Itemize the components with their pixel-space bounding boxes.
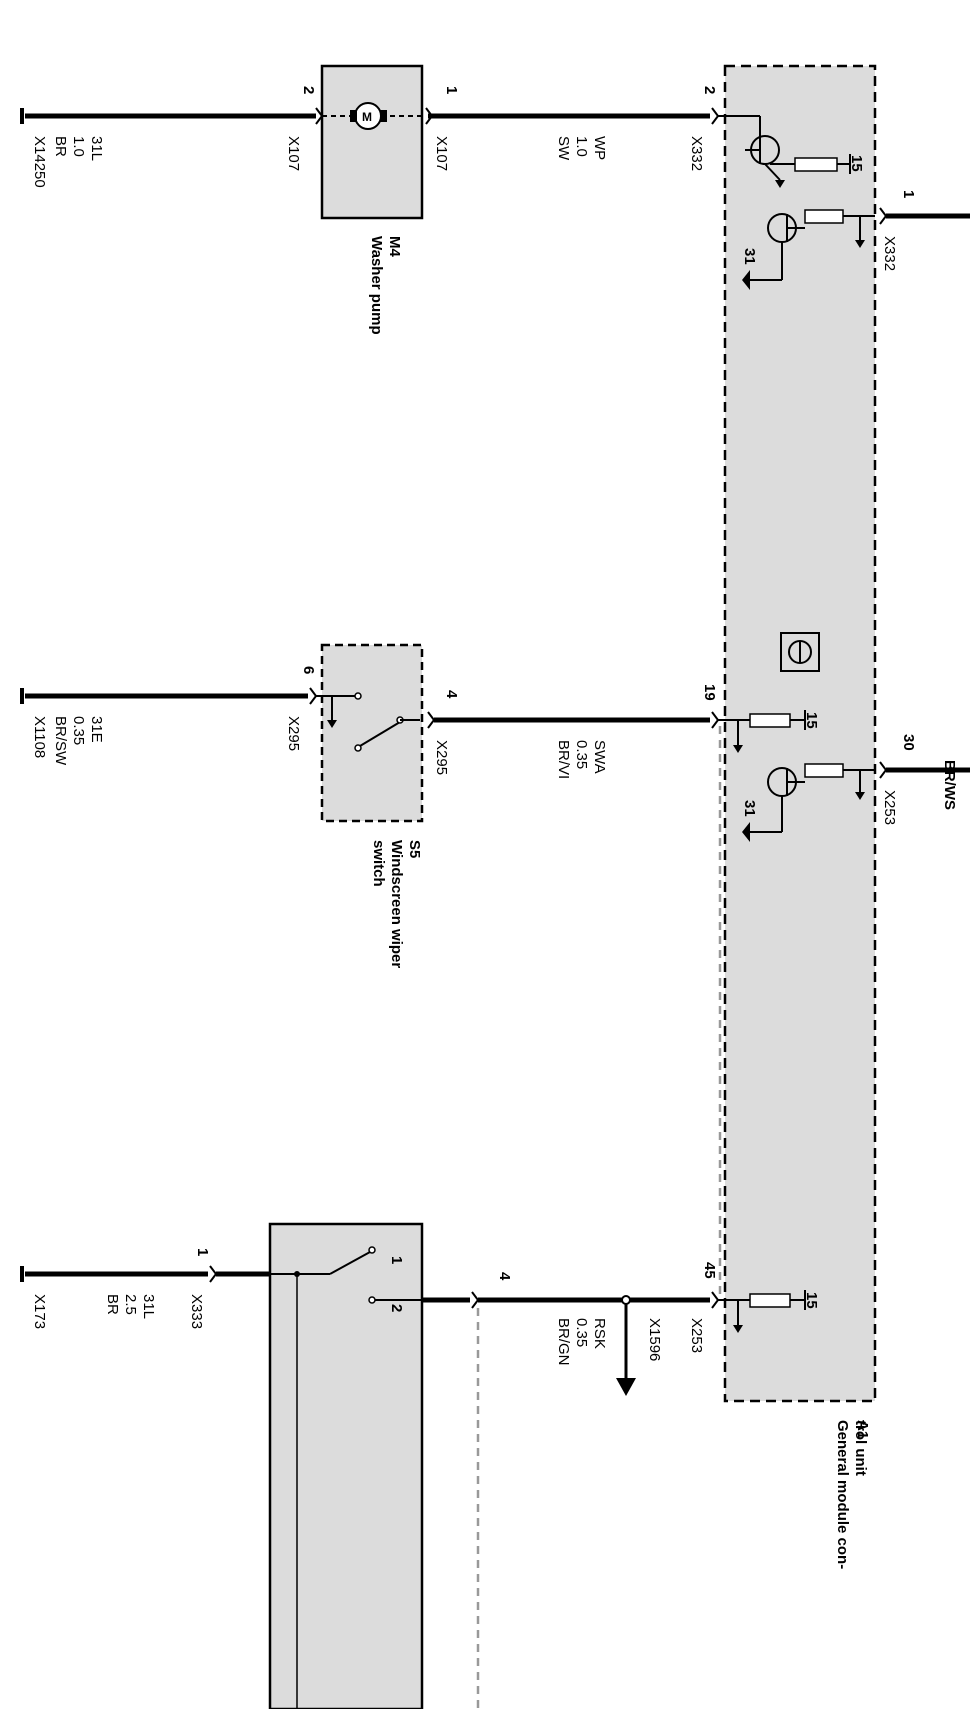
- conn-x253: X253: [688, 1318, 705, 1353]
- conn-x332-out: X332: [881, 236, 898, 271]
- transistor-icon: [742, 209, 875, 290]
- svg-text:M: M: [362, 110, 372, 124]
- washer-pump-label: M4 Washer pump: [368, 236, 403, 335]
- svg-text:SW: SW: [555, 136, 572, 161]
- term15-b2: 15: [803, 712, 820, 729]
- pin-module-2: 2: [701, 86, 718, 94]
- term31-b1: 31: [741, 248, 758, 265]
- svg-text:switch: switch: [370, 840, 387, 887]
- washer-pump-box: [320, 64, 424, 220]
- pin-b3-in: 4: [496, 1272, 513, 1281]
- pin-out-30: 30: [900, 734, 917, 751]
- transistor-icon: [745, 116, 851, 188]
- pin-b2-left: 6: [300, 666, 317, 674]
- wire-label-rsk: RSK 0.35 BR/GN: [555, 1318, 608, 1366]
- wire-label-swa: SWA 0.35 BR/VI: [555, 740, 608, 779]
- wiper-switch-label: S5 Windscreen wiper switch: [370, 840, 423, 968]
- svg-text:BR/VI: BR/VI: [555, 740, 572, 779]
- pin-b2-right: 4: [443, 690, 460, 699]
- ground-conn-x1108: X1108: [31, 716, 48, 758]
- svg-text:31L: 31L: [140, 1294, 157, 1319]
- wire-label-wp: WP 1.0 SW: [555, 136, 608, 161]
- conn-b2-left: X295: [285, 716, 302, 751]
- ground-wire-b3: 31L 2.5 BR: [104, 1294, 157, 1319]
- term15-b3: 15: [803, 1292, 820, 1309]
- module-symbol-icon: [780, 632, 820, 672]
- svg-text:Windscreen wiper: Windscreen wiper: [388, 840, 405, 968]
- lower-switch-box: [268, 1222, 424, 1709]
- svg-text:31L: 31L: [88, 136, 105, 161]
- conn-x253-out: X253: [881, 790, 898, 825]
- conn-b1-left: X107: [285, 136, 302, 171]
- svg-text:BR: BR: [104, 1294, 121, 1315]
- pin-module-45: 45: [701, 1262, 718, 1279]
- svg-text:0.35: 0.35: [573, 740, 590, 769]
- svg-text:SWA: SWA: [591, 740, 608, 774]
- svg-text:1.0: 1.0: [573, 136, 590, 157]
- pin-out-1: 1: [900, 190, 917, 198]
- switch-contact-icon: [368, 1246, 376, 1254]
- switch-pin-1: 1: [388, 1256, 405, 1264]
- svg-text:WP: WP: [591, 136, 608, 160]
- conn-b2-right: X295: [433, 740, 450, 775]
- ground-wire-b1: 31L 1.0 BR: [52, 136, 105, 161]
- transistor-icon: [742, 763, 875, 842]
- conn-b1-right: X107: [433, 136, 450, 171]
- svg-text:BR/SW: BR/SW: [52, 716, 69, 766]
- switch-contact-icon: [354, 692, 362, 700]
- svg-text:M4: M4: [386, 236, 403, 257]
- conn-x333: X333: [188, 1294, 205, 1329]
- svg-text:S5: S5: [406, 840, 423, 858]
- ground-conn-x14250: X14250: [31, 136, 48, 188]
- svg-text:BR: BR: [52, 136, 69, 157]
- conn-x332: X332: [688, 136, 705, 171]
- conn-x1596: X1596: [646, 1318, 663, 1361]
- wiper-switch-box: [320, 643, 424, 823]
- switch-pin-2: 2: [388, 1304, 405, 1312]
- svg-text:0.35: 0.35: [573, 1318, 590, 1347]
- svg-text:RSK: RSK: [591, 1318, 608, 1349]
- svg-text:General module con-: General module con-: [834, 1420, 851, 1569]
- svg-text:31E: 31E: [88, 716, 105, 743]
- svg-text:0.35: 0.35: [70, 716, 87, 745]
- pin-b3-ground: 1: [194, 1248, 211, 1256]
- ground-wire-b2: 31E 0.35 BR/SW: [52, 716, 105, 766]
- pin-b1-left: 2: [300, 86, 317, 94]
- module-a1-name: General module con- trol unit: [834, 1420, 869, 1569]
- svg-text:Washer pump: Washer pump: [368, 236, 385, 335]
- term31-b2: 31: [741, 800, 758, 817]
- module-a1-code: A1: [854, 1420, 871, 1439]
- svg-text:trol unit: trol unit: [852, 1420, 869, 1476]
- module-a1-box: [723, 64, 877, 1403]
- ground-conn-x173: X173: [31, 1294, 48, 1329]
- wire-label-brws: BR/WS: [941, 760, 958, 810]
- pin-module-19: 19: [701, 684, 718, 701]
- svg-text:BR/GN: BR/GN: [555, 1318, 572, 1366]
- pin-b1-right: 1: [443, 86, 460, 94]
- svg-text:2.5: 2.5: [122, 1294, 139, 1315]
- term15-b1: 15: [848, 155, 865, 172]
- svg-text:1.0: 1.0: [70, 136, 87, 157]
